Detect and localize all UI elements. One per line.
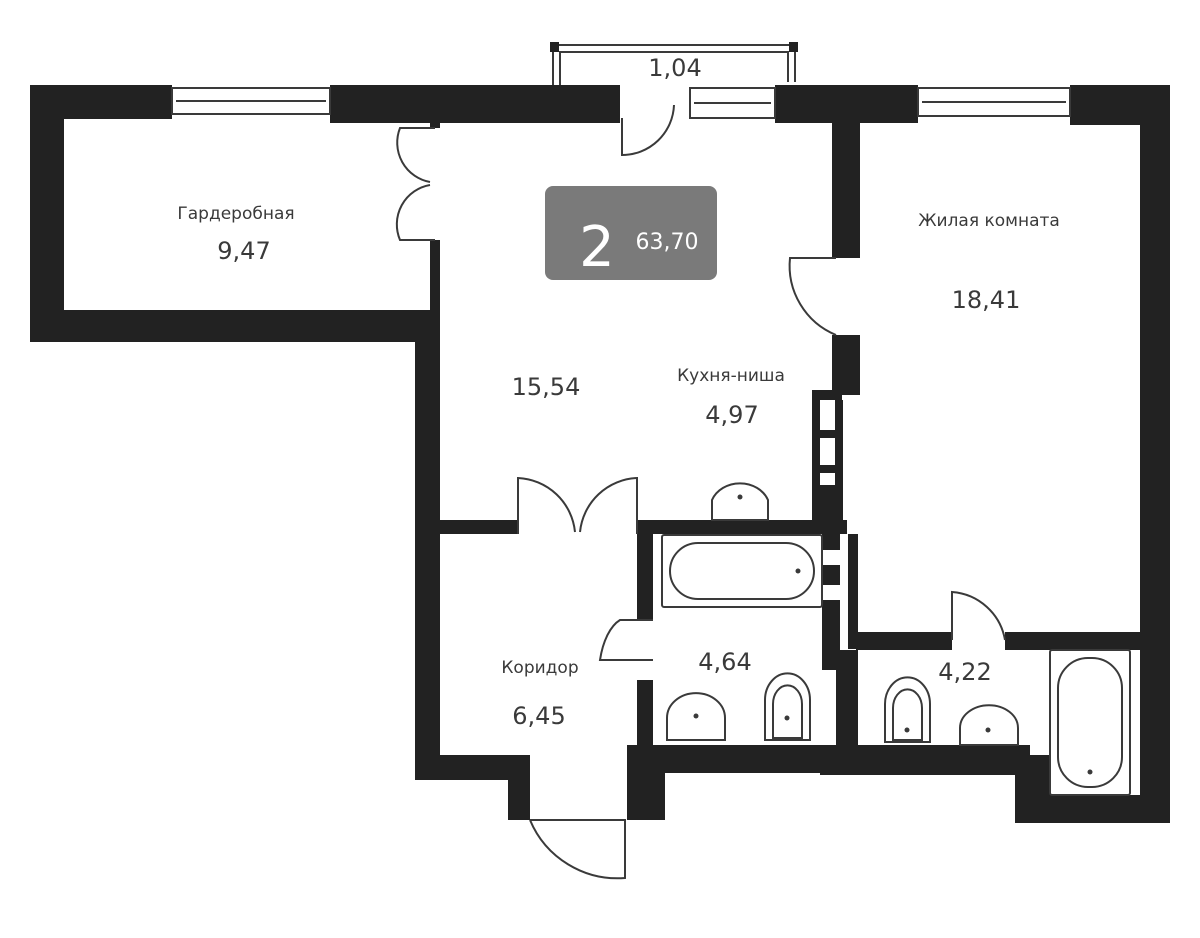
wardrobe-area: 9,47 bbox=[217, 237, 270, 265]
wall-right bbox=[1140, 85, 1170, 810]
windows bbox=[171, 87, 1071, 119]
wall-top-mid bbox=[330, 85, 620, 123]
wall-bath1-left bbox=[637, 520, 653, 620]
area-badge: 2 63,70 bbox=[545, 186, 717, 280]
wall-wardrobe-right bbox=[430, 240, 440, 315]
interior-walls bbox=[430, 118, 1145, 770]
kitchen-sink bbox=[711, 482, 769, 521]
wall-corridor-top bbox=[440, 520, 518, 534]
wall-bottom-far-right bbox=[1015, 795, 1170, 823]
room-labels: 1,04 Гардеробная 9,47 15,54 Кухня-ниша 4… bbox=[177, 54, 1059, 730]
wall-bath1-top bbox=[637, 520, 847, 534]
door-bedroom bbox=[788, 257, 837, 336]
balcony-area: 1,04 bbox=[648, 54, 701, 82]
wall-bottom-mid bbox=[640, 745, 840, 773]
door-bathroom-2 bbox=[951, 590, 1006, 641]
door-corridor-right bbox=[579, 476, 638, 534]
bath2-sink bbox=[959, 704, 1019, 746]
bedroom-name: Жилая комната bbox=[918, 211, 1060, 231]
fixtures bbox=[661, 482, 1131, 796]
wall-corridor-left bbox=[415, 310, 440, 780]
wall-bath2-left bbox=[836, 650, 858, 760]
bedroom-area: 18,41 bbox=[952, 286, 1021, 314]
wall-bedroom-bottom-right bbox=[1005, 632, 1145, 650]
wall-top-right bbox=[775, 85, 918, 123]
kitchen-niche-name: Кухня-ниша bbox=[677, 366, 785, 386]
wall-entry-left bbox=[508, 755, 530, 820]
living-kitchen-area: 15,54 bbox=[512, 373, 581, 401]
wall-left bbox=[30, 85, 64, 340]
room-count: 2 bbox=[579, 215, 615, 280]
bathroom-2-area: 4,22 bbox=[938, 658, 991, 686]
corridor-name: Коридор bbox=[501, 658, 578, 678]
wall-bedroom-bottom-left bbox=[856, 632, 952, 650]
door-wardrobe-lower bbox=[395, 184, 435, 241]
area-badge-background bbox=[545, 186, 717, 280]
bathroom-1-area: 4,64 bbox=[698, 648, 751, 676]
door-entry bbox=[529, 819, 626, 880]
wall-wardrobe-bottom bbox=[30, 310, 440, 342]
wall-bedroom-lower bbox=[832, 335, 860, 395]
corridor-area: 6,45 bbox=[512, 702, 565, 730]
wall-bedroom-upper bbox=[832, 118, 860, 258]
door-bathroom-1 bbox=[598, 619, 653, 661]
door-corridor-left bbox=[517, 476, 576, 534]
balcony bbox=[550, 42, 798, 88]
kitchen-niche-area: 4,97 bbox=[705, 401, 758, 429]
doors bbox=[395, 104, 1006, 880]
total-area: 63,70 bbox=[636, 230, 699, 255]
wall-bottom-left bbox=[415, 755, 525, 780]
door-balcony bbox=[621, 104, 675, 157]
wardrobe-name: Гардеробная bbox=[177, 204, 294, 224]
door-wardrobe-upper bbox=[396, 127, 435, 183]
